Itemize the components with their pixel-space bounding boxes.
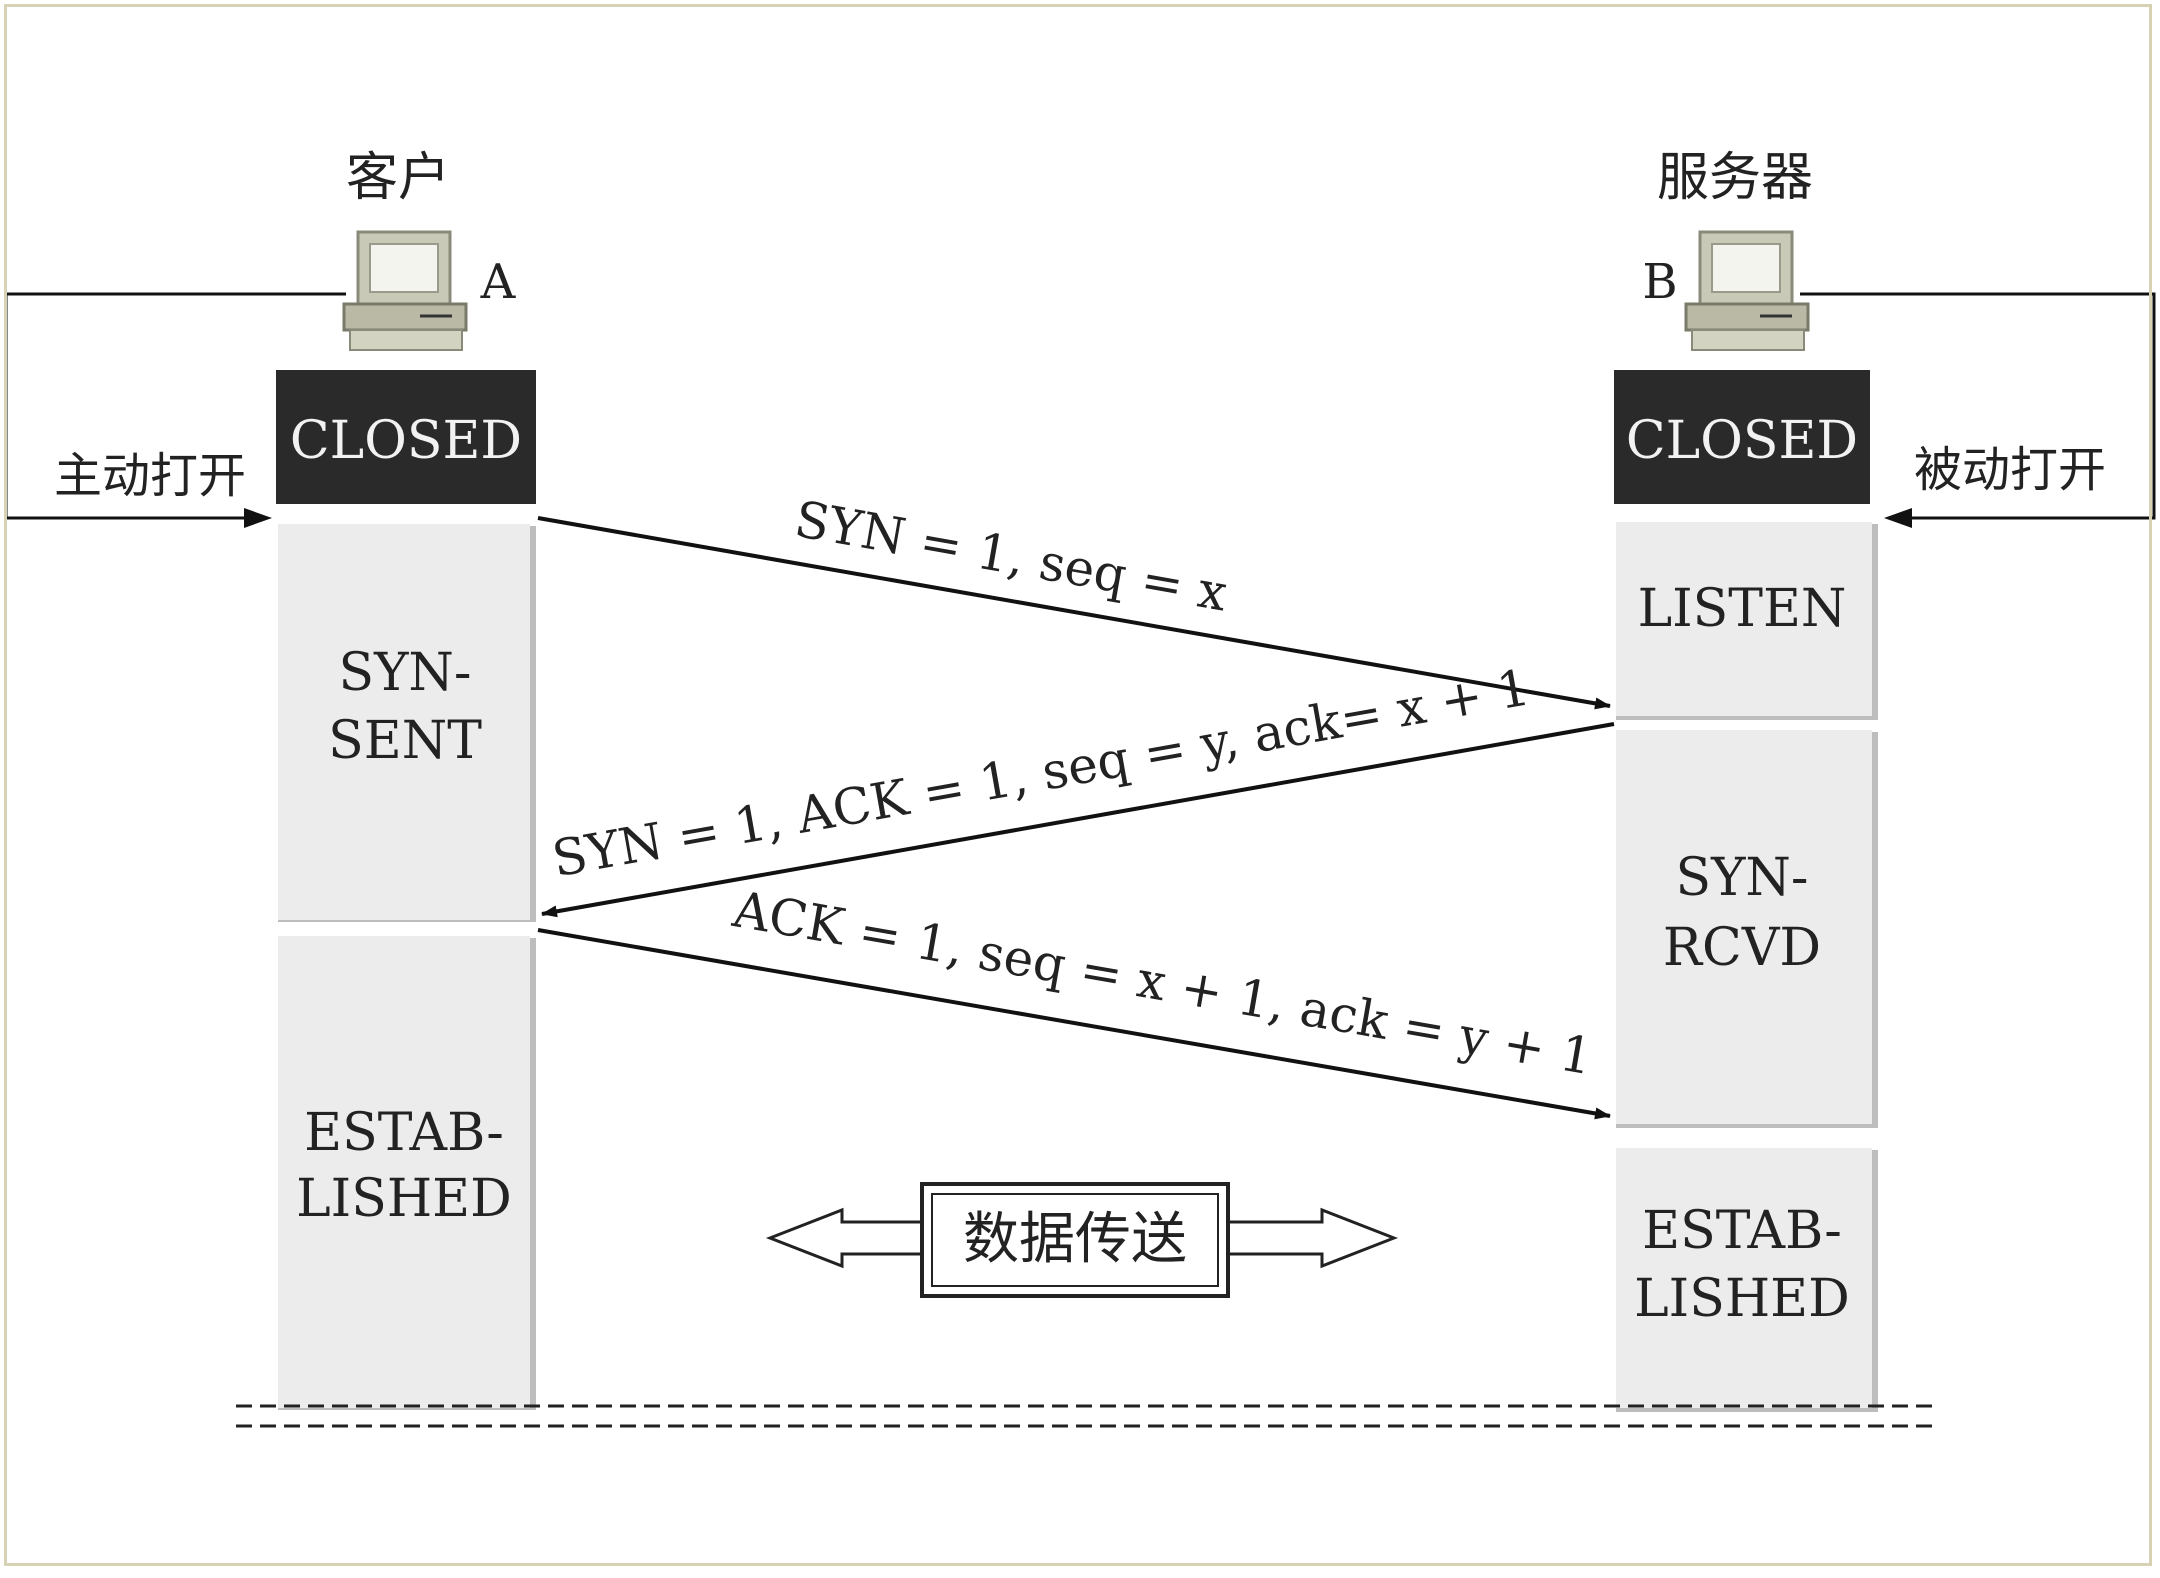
- server-closed-label: CLOSED: [1626, 411, 1858, 471]
- server-state-established: ESTAB- LISHED: [1616, 1148, 1878, 1412]
- ack-arrow: [537, 928, 1611, 1120]
- ack-message-label: ACK = 1, seq = x + 1, ack = y + 1: [728, 880, 1597, 1086]
- client-title: 客户: [346, 148, 450, 208]
- client-open-label: 主动打开: [54, 448, 246, 504]
- server-state-listen: LISTEN: [1616, 522, 1878, 720]
- server-listen-label: LISTEN: [1638, 579, 1847, 639]
- syn-ack-message-label: SYN = 1, ACK = 1, seq = y, ack= x + 1: [548, 658, 1534, 888]
- data-transfer-label: 数据传送: [963, 1207, 1187, 1272]
- computer-icon-client: [342, 230, 468, 351]
- server-established-line1: ESTAB-: [1642, 1201, 1842, 1261]
- client-established-line1: ESTAB-: [304, 1103, 504, 1163]
- server-state-syn-rcvd: SYN- RCVD: [1616, 730, 1878, 1128]
- client-host-label: A: [480, 254, 517, 310]
- server-state-closed: CLOSED: [1614, 370, 1870, 504]
- client-established-line2: LISHED: [296, 1169, 512, 1229]
- server-open-label: 被动打开: [1914, 442, 2106, 498]
- server-established-line2: LISHED: [1634, 1269, 1850, 1329]
- syn-arrow: [537, 516, 1611, 710]
- server-syn-rcvd-line1: SYN-: [1675, 848, 1808, 908]
- client-state-closed: CLOSED: [276, 370, 536, 504]
- server-host-label: B: [1642, 254, 1677, 310]
- syn-ack-arrow: [541, 722, 1615, 918]
- server-open-connector: [1800, 292, 2156, 528]
- client-syn-sent-line1: SYN-: [338, 643, 471, 703]
- computer-icon-server: [1684, 230, 1810, 351]
- client-state-syn-sent: SYN- SENT: [278, 524, 536, 922]
- client-state-established: ESTAB- LISHED: [278, 936, 536, 1410]
- data-transfer-arrow: 数据传送: [765, 1182, 1399, 1298]
- server-title: 服务器: [1657, 148, 1813, 208]
- timeline-dashed-lines: [236, 1404, 1938, 1428]
- client-closed-label: CLOSED: [290, 411, 522, 471]
- server-syn-rcvd-line2: RCVD: [1663, 918, 1821, 978]
- client-syn-sent-line2: SENT: [328, 711, 482, 771]
